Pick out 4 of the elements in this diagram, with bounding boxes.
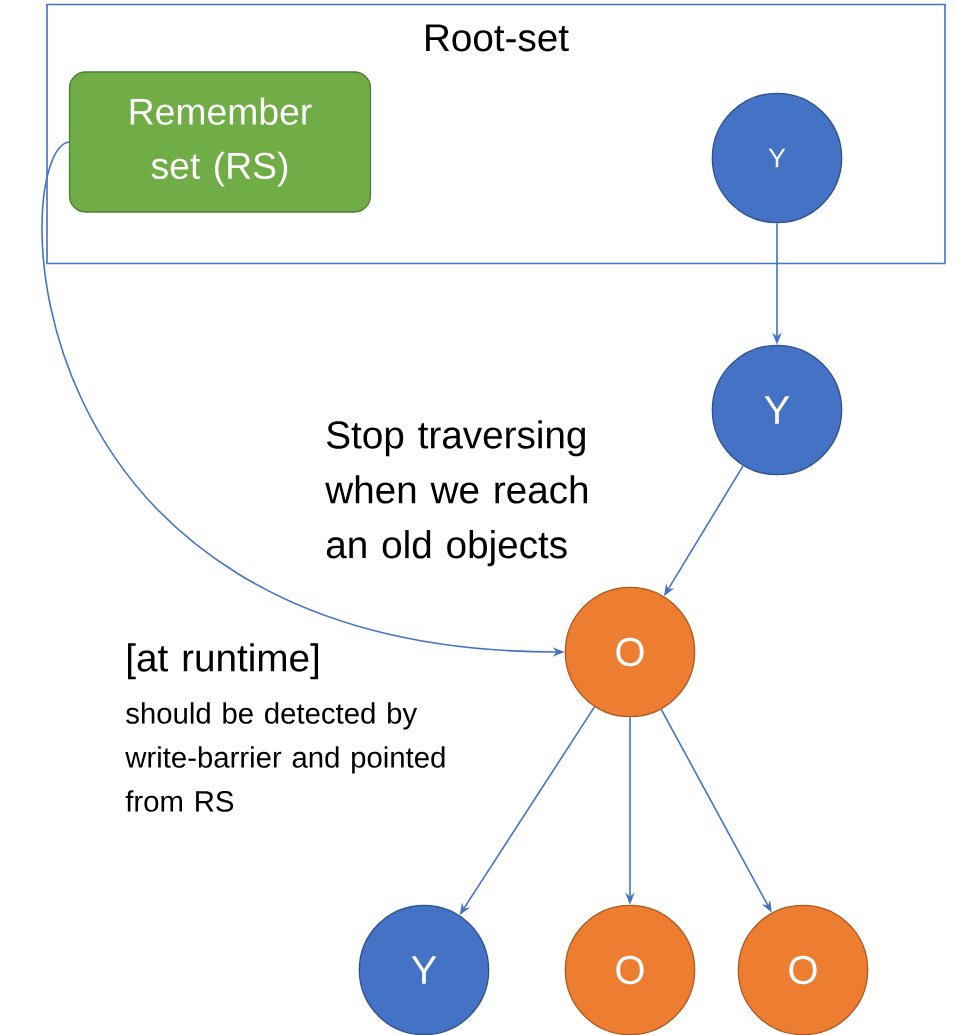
process-box: Remember set (RS) <box>68 71 372 213</box>
note-text: should be detected by write-barrier and pointed from RS <box>125 702 445 812</box>
note-text: Stop traversing when we reach an old objects <box>325 420 588 567</box>
note-heading: [at runtime] <box>128 643 319 680</box>
